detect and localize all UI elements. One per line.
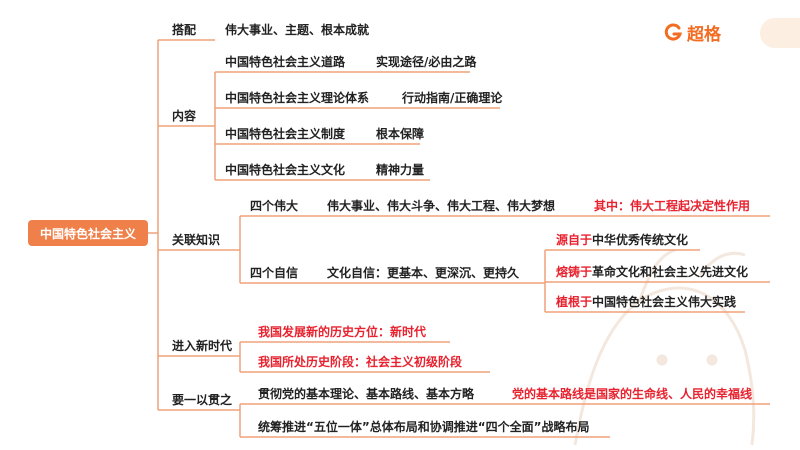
branch-dapei-label: 搭配 [172,23,197,37]
brand-name: 超格 [687,24,721,45]
neirong-row-0-a: 中国特色社会主义道路 [225,55,346,69]
zixin-source-1-verb: 熔铸于 [556,265,593,279]
branch-guanlian-label: 关联知识 [172,233,221,247]
zixin-source-2-text: 中国特色社会主义伟大实践 [592,295,737,309]
neirong-row-2-a: 中国特色社会主义制度 [225,127,346,141]
sige-weida-detail: 伟大事业、伟大斗争、伟大工程、伟大梦想 [327,199,556,213]
branch-yiyiguanzhi-label: 要一以贯之 [172,393,233,407]
zixin-source-0-text: 中华优秀传统文化 [592,233,689,247]
root-node: 中国特色社会主义 [28,220,148,246]
zixin-source-1: 熔铸于革命文化和社会主义先进文化 [556,264,748,280]
neirong-row-1-b: 行动指南/正确理论 [402,91,503,105]
yiyiguanzhi-item-1: 统筹推进“五位一体”总体布局和协调推进“四个全面”战略布局 [258,420,590,434]
brand-logo: 超格 [663,20,721,45]
zixin-source-2: 植根于中国特色社会主义伟大实践 [556,294,736,310]
zixin-source-2-verb: 植根于 [556,295,593,309]
sige-zixin-label: 四个自信 [250,266,299,280]
neirong-row-0-b: 实现途径/必由之路 [376,55,477,69]
sige-weida-note: 其中：伟大工程起决定性作用 [594,199,751,213]
sige-weida-label: 四个伟大 [250,199,299,213]
yiyiguanzhi-item-0: 贯彻党的基本理论、基本路线、基本方略 [258,387,475,401]
zixin-source-1-text: 革命文化和社会主义先进文化 [592,265,749,279]
xinshidai-item-1: 我国所处历史阶段：社会主义初级阶段 [258,355,463,369]
neirong-row-3-b: 精神力量 [376,163,425,177]
yiyiguanzhi-item-0-note: 党的基本路线是国家的生命线、人民的幸福线 [512,387,753,401]
xinshidai-item-0: 我国发展新的历史方位：新时代 [258,325,427,339]
brand-g-icon [664,23,683,41]
zixin-source-0: 源自于中华优秀传统文化 [556,232,688,248]
neirong-row-2-b: 根本保障 [376,127,425,141]
corner-decoration [760,18,800,48]
sige-zixin-detail: 文化自信：更基本、更深沉、更持久 [327,266,520,280]
dapei-item: 伟大事业、主题、根本成就 [225,23,370,37]
branch-neirong-label: 内容 [172,109,197,123]
branch-xinshidai-label: 进入新时代 [172,339,233,353]
zixin-source-0-verb: 源自于 [556,233,593,247]
neirong-row-1-a: 中国特色社会主义理论体系 [225,91,370,105]
neirong-row-3-a: 中国特色社会主义文化 [225,163,346,177]
